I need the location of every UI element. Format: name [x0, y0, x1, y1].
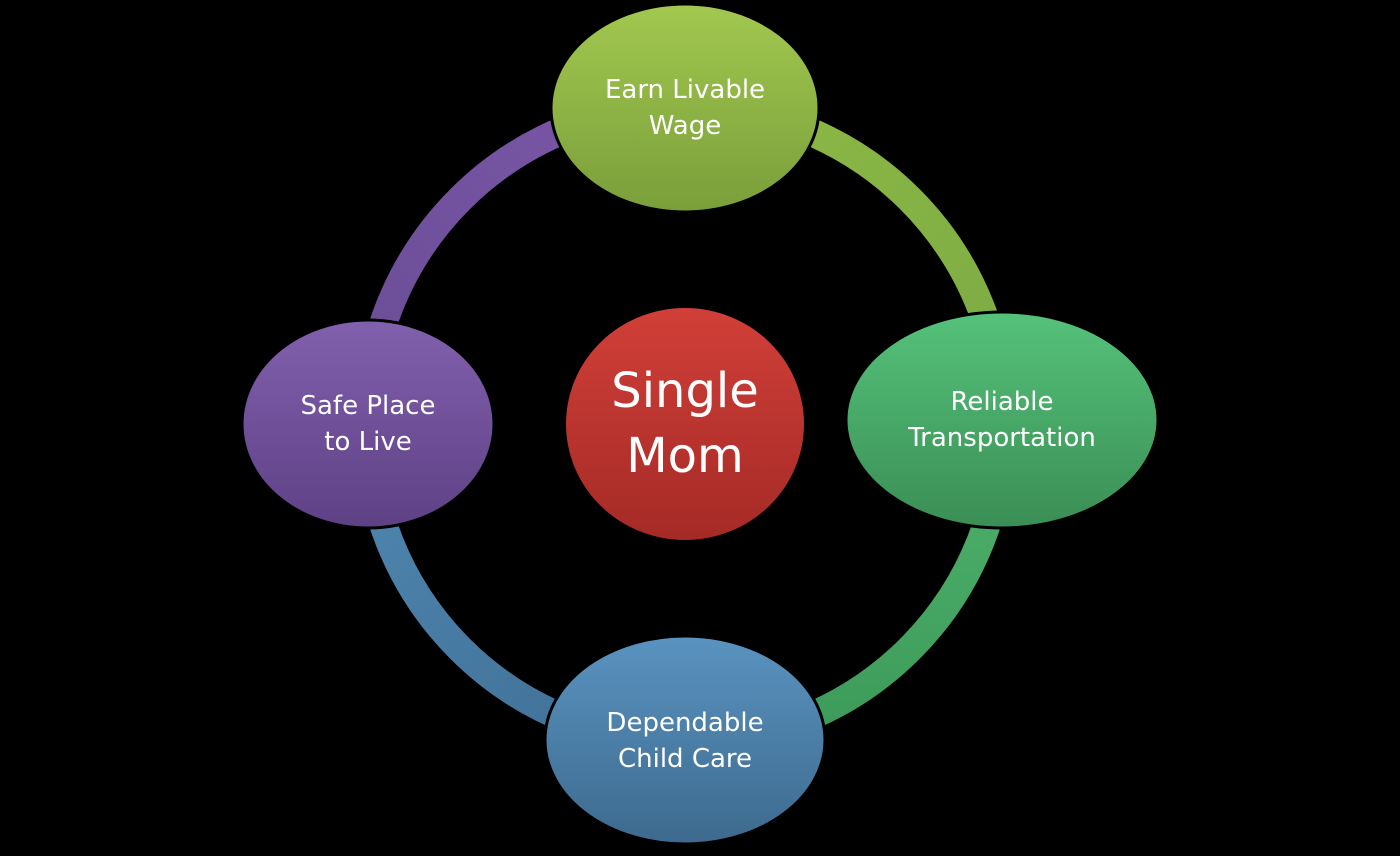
- node-reliable-transportation: Reliable Transportation: [844, 310, 1160, 530]
- node-dependable-child-care: Dependable Child Care: [543, 634, 827, 846]
- center-node-single-mom: Single Mom: [566, 308, 804, 540]
- node-top-label-line-2: Wage: [649, 111, 721, 141]
- node-bottom-label-line-1: Dependable: [606, 708, 763, 738]
- node-safe-place-to-live: Safe Place to Live: [240, 318, 496, 530]
- node-top-label-line-1: Earn Livable: [605, 75, 765, 105]
- node-earn-livable-wage: Earn Livable Wage: [549, 2, 821, 214]
- center-label-line-2: Mom: [626, 428, 744, 484]
- node-left-label-line-1: Safe Place: [301, 391, 436, 421]
- node-right-label-line-1: Reliable: [951, 387, 1054, 417]
- node-right-label-line-2: Transportation: [907, 423, 1096, 453]
- node-left-label-line-2: to Live: [324, 427, 411, 457]
- center-label-line-1: Single: [611, 363, 759, 419]
- node-bottom-label-line-2: Child Care: [618, 744, 752, 774]
